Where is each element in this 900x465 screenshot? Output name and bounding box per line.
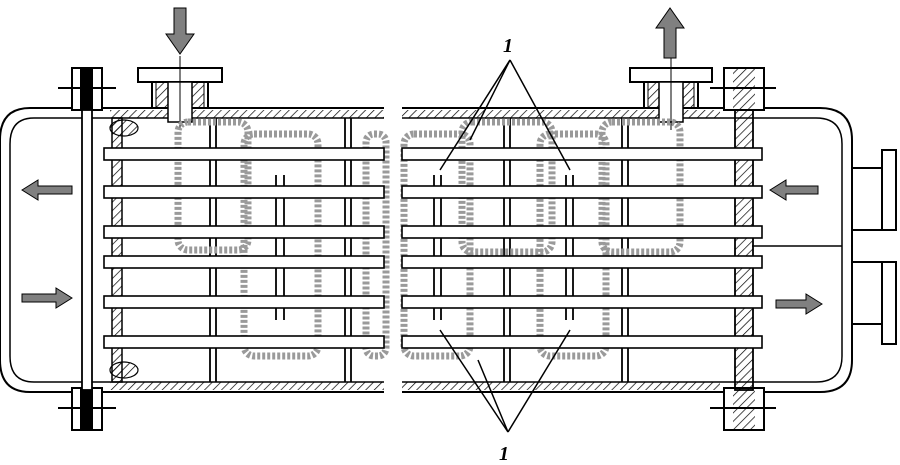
arrow-icon	[165, 7, 195, 55]
left-top-wall-hatch	[110, 110, 384, 118]
bottom-leader-lines	[439, 329, 571, 433]
left-bottom-wall-hatch	[110, 382, 384, 390]
right-top-wall-hatch	[402, 110, 720, 118]
tube	[103, 295, 385, 309]
right-shell-outline	[402, 107, 853, 393]
tube	[401, 255, 763, 269]
arrow-icon	[775, 293, 823, 315]
tube	[103, 225, 385, 239]
left-section	[0, 7, 390, 431]
arrow-icon	[21, 179, 73, 201]
weld-bottom-left	[109, 361, 139, 379]
left-flow-arrows	[21, 7, 195, 309]
tube	[401, 335, 763, 349]
callout-label-top: 1	[503, 35, 513, 57]
right-flow-arrows	[655, 7, 823, 315]
left-baffles	[174, 118, 390, 360]
right-tube-sheet	[734, 109, 754, 391]
left-tube-sheet-2	[111, 117, 123, 383]
right-shell-inner	[402, 117, 843, 383]
tube-bundle	[103, 147, 763, 349]
right-bottom-wall-hatch	[402, 382, 720, 390]
callout-label-bottom: 1	[499, 443, 509, 465]
tube	[401, 225, 763, 239]
arrow-icon	[21, 287, 73, 309]
right-side-nozzles	[752, 149, 897, 345]
tube	[103, 147, 385, 161]
left-shell-inner	[9, 117, 384, 383]
tube	[103, 335, 385, 349]
tube	[401, 295, 763, 309]
tube	[401, 147, 763, 161]
tube	[401, 185, 763, 199]
arrow-icon	[655, 7, 685, 59]
tube	[103, 255, 385, 269]
right-section	[400, 7, 897, 431]
arrow-icon	[769, 179, 819, 201]
top-leader-lines	[439, 59, 571, 171]
weld-top-left	[109, 119, 139, 137]
left-shell-outline	[0, 107, 384, 393]
tube	[103, 185, 385, 199]
left-tube-sheet	[81, 109, 93, 391]
